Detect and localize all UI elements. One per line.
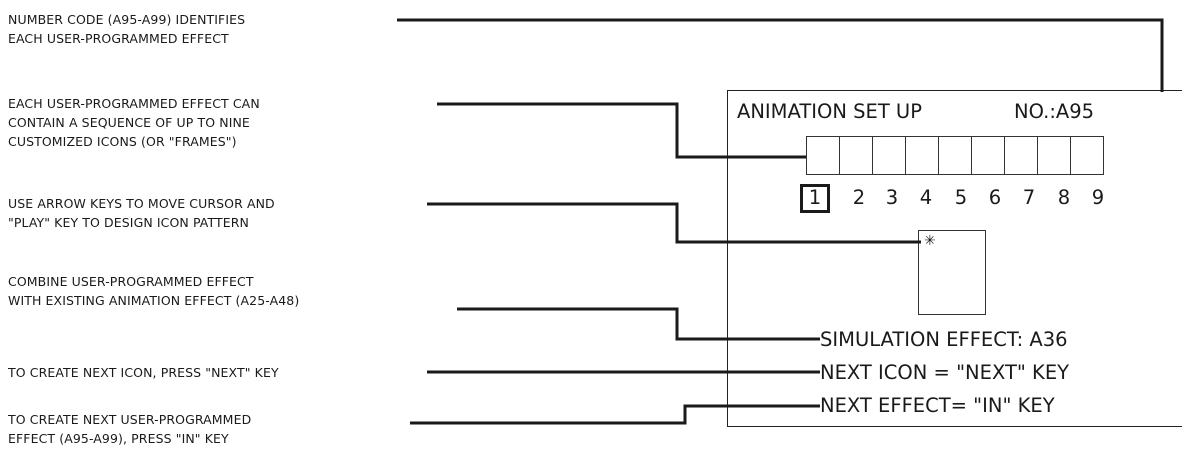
note-next-icon: TO CREATE NEXT ICON, PRESS "NEXT" KEY <box>8 363 279 382</box>
simulation-effect: SIMULATION EFFECT: A36 <box>820 328 1068 351</box>
effect-number: NO.:A95 <box>1014 100 1095 123</box>
note-line: EACH USER-PROGRAMMED EFFECT CAN <box>8 96 260 111</box>
leader-frames <box>437 102 806 159</box>
frame-number: 6 <box>988 186 1002 209</box>
next-icon-hint: NEXT ICON = "NEXT" KEY <box>820 361 1070 384</box>
frame-number: 2 <box>852 186 866 209</box>
frame-number: 4 <box>919 186 933 209</box>
note-line: "PLAY" KEY TO DESIGN ICON PATTERN <box>8 215 249 230</box>
frame-number: 7 <box>1022 186 1036 209</box>
frame-sequence <box>806 136 1104 175</box>
frame-number: 5 <box>954 186 968 209</box>
note-sequence-frames: EACH USER-PROGRAMMED EFFECT CAN CONTAIN … <box>8 94 260 151</box>
frame-number: 1 <box>808 186 822 209</box>
frame-slot[interactable] <box>1070 136 1104 175</box>
selected-frame-cursor <box>800 184 830 213</box>
note-line: CONTAIN A SEQUENCE OF UP TO NINE <box>8 115 250 130</box>
leader-number-code <box>397 18 1164 92</box>
note-next-effect: TO CREATE NEXT USER-PROGRAMMED EFFECT (A… <box>8 410 251 448</box>
note-line: USE ARROW KEYS TO MOVE CURSOR AND <box>8 196 275 211</box>
leader-cursor <box>427 202 921 244</box>
leader-next-effect <box>410 404 820 425</box>
note-line: EACH USER-PROGRAMMED EFFECT <box>8 31 229 46</box>
note-line: TO CREATE NEXT ICON, PRESS "NEXT" KEY <box>8 365 279 380</box>
display-title: ANIMATION SET UP <box>737 100 922 123</box>
cursor-icon: ✳ <box>924 233 936 249</box>
next-effect-hint: NEXT EFFECT= "IN" KEY <box>820 394 1055 417</box>
note-line: NUMBER CODE (A95-A99) IDENTIFIES <box>8 12 246 27</box>
note-number-code: NUMBER CODE (A95-A99) IDENTIFIES EACH US… <box>8 10 245 48</box>
frame-number: 9 <box>1091 186 1105 209</box>
note-line: CUSTOMIZED ICONS (OR "FRAMES") <box>8 134 237 149</box>
icon-design-grid[interactable]: ✳ <box>918 230 986 315</box>
note-arrow-keys: USE ARROW KEYS TO MOVE CURSOR AND "PLAY"… <box>8 194 275 232</box>
note-line: EFFECT (A95-A99), PRESS "IN" KEY <box>8 431 229 446</box>
note-line: TO CREATE NEXT USER-PROGRAMMED <box>8 412 252 427</box>
frame-number: 8 <box>1057 186 1071 209</box>
note-line: COMBINE USER-PROGRAMMED EFFECT <box>8 274 254 289</box>
note-line: WITH EXISTING ANIMATION EFFECT (A25-A48) <box>8 293 300 308</box>
note-combine-effect: COMBINE USER-PROGRAMMED EFFECT WITH EXIS… <box>8 272 299 310</box>
frame-number: 3 <box>885 186 899 209</box>
leader-simulation <box>457 307 820 341</box>
display-panel <box>727 90 1182 427</box>
